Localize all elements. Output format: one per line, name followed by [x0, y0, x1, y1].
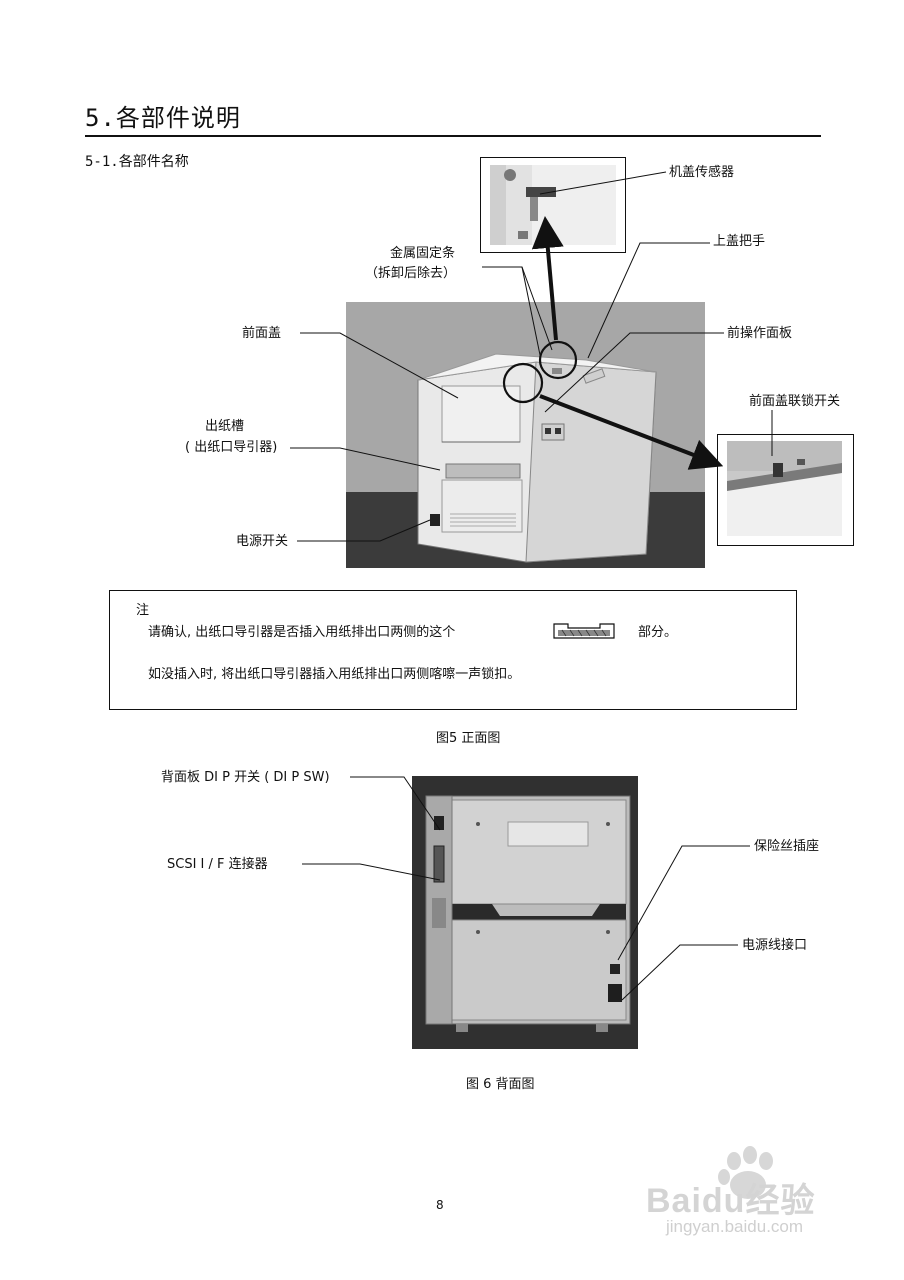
note-line1: 请确认, 出纸口导引器是否插入用纸排出口两侧的这个 [148, 625, 456, 640]
baidu-paw-logo-icon [718, 1146, 773, 1199]
front-printer-drawing [346, 302, 705, 568]
label-front-cover: 前面盖 [242, 326, 282, 341]
note-line1-end: 部分。 [638, 625, 678, 640]
cover-sensor-inset-photo [490, 165, 616, 245]
figure6-caption: 图 6 背面图 [466, 1077, 535, 1092]
note-box: 注 请确认, 出纸口导引器是否插入用纸排出口两侧的这个 部分。 如没插入时, 将… [109, 590, 797, 710]
interlock-inset-drawing [727, 441, 842, 536]
watermark-url: jingyan.baidu.com [666, 1217, 804, 1236]
figure5-caption: 图5 正面图 [436, 731, 501, 746]
label-paper-slot: 出纸槽 [205, 419, 245, 434]
baidu-jingyan-watermark: Baidu经验 jingyan.baidu.com [638, 1143, 868, 1243]
label-front-panel: 前操作面板 [727, 326, 793, 341]
label-front-interlock: 前面盖联锁开关 [749, 394, 841, 409]
label-power-cord-inlet: 电源线接口 [742, 938, 808, 953]
label-metal-bar-remove: （拆卸后除去） [365, 266, 457, 281]
label-fuse-holder: 保险丝插座 [754, 839, 820, 854]
paper-guide-part-icon [553, 623, 615, 639]
label-paper-guide: ( 出纸口导引器) [185, 440, 278, 455]
subsection-title: 5-1.各部件名称 [85, 154, 189, 170]
section-title: 5.各部件说明 [85, 104, 241, 132]
title-rule [85, 135, 821, 137]
note-heading: 注 [136, 603, 150, 618]
back-printer-photo [412, 776, 638, 1049]
watermark-logo-text: Baidu经验 [646, 1182, 816, 1220]
label-top-cover-handle: 上盖把手 [713, 234, 766, 249]
label-metal-bar: 金属固定条 [390, 246, 456, 261]
page-number: 8 [436, 1198, 444, 1212]
label-power-switch: 电源开关 [236, 534, 289, 549]
back-printer-drawing [412, 776, 638, 1049]
front-printer-photo [346, 302, 705, 568]
cover-sensor-inset-drawing [490, 165, 556, 245]
label-scsi-connector: SCSI I / F 连接器 [167, 857, 268, 872]
label-dip-switch: 背面板 DI P 开关 ( DI P SW) [161, 770, 330, 785]
interlock-inset-photo [727, 441, 842, 536]
note-line2: 如没插入时, 将出纸口导引器插入用纸排出口两侧喀嚓一声锁扣。 [148, 667, 521, 682]
label-cover-sensor: 机盖传感器 [669, 165, 735, 180]
